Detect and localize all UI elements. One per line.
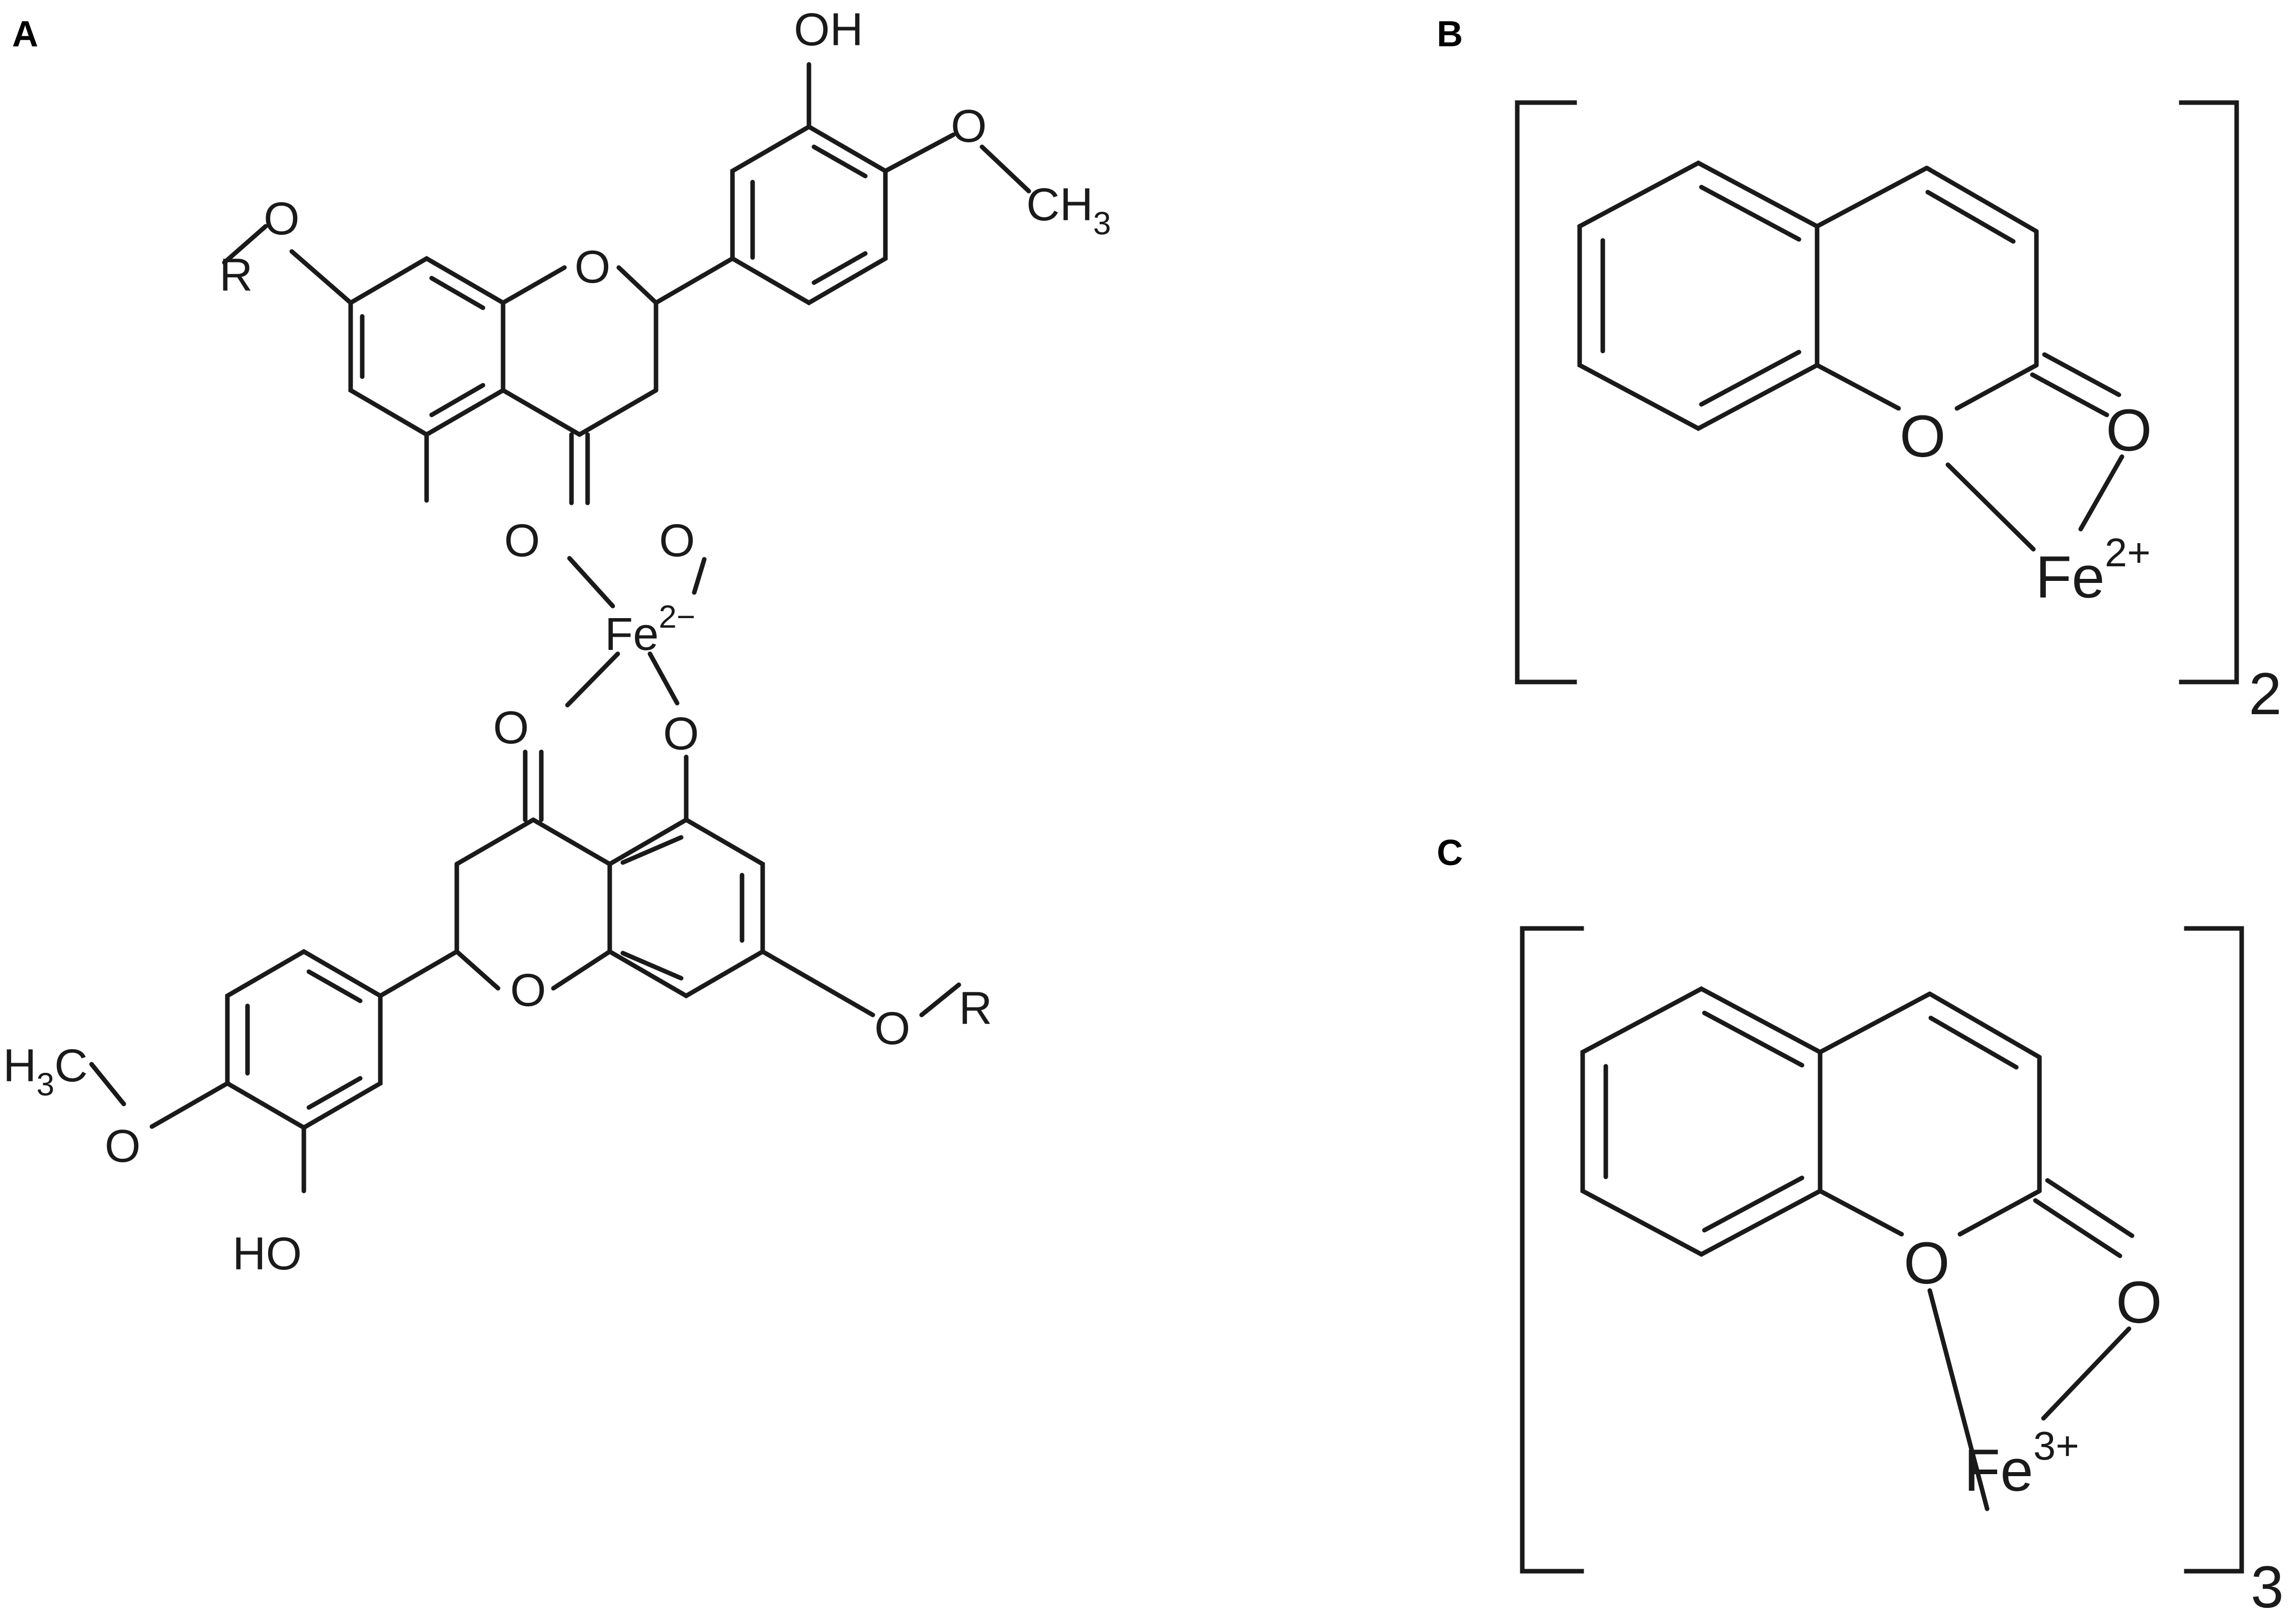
atom-o-carbonyl-top: O [659,515,695,566]
lower-flavanone-bonds [89,749,961,1193]
atom-o-carbonyl-b: O [2106,397,2152,464]
atom-o-ring-c: O [1904,1230,1950,1297]
coumarin-bonds-b [1577,160,2124,552]
panel-c: C 3 O O Fe3+ [1437,833,2284,1620]
atom-oh-top: OH [794,4,863,55]
atom-fe-b: Fe2+ [2035,530,2151,611]
atom-o-r-top: O [264,193,300,244]
panel-a: A [3,4,1111,1279]
multiplier-c: 3 [2251,1554,2284,1620]
atom-o-methoxy-bottom: O [105,1121,141,1172]
atom-o-ring-top: O [575,241,611,293]
panel-label-a: A [12,14,38,54]
atom-o-r-bottom: O [874,1003,911,1054]
upper-flavanone-atoms: OH O CH3 R O O O O Fe2− [219,4,1111,660]
atom-r-bottom: R [959,983,992,1034]
atom-ch3-top: CH3 [1026,179,1111,241]
atom-fe-a: Fe2− [605,599,695,660]
atom-fe-c: Fe3+ [1964,1423,2079,1504]
panel-label-b: B [1437,14,1463,54]
atom-ho-bottom: HO [232,1228,302,1279]
atom-o-carbonyl-bottom: O [493,702,529,753]
coumarin-atoms-c: O O Fe3+ [1904,1230,2162,1504]
bracket-right-b [2179,100,2239,685]
atom-r-top: R [219,249,253,301]
coumarin-atoms-b: O O Fe2+ [1900,397,2152,611]
atom-o-methoxy-top: O [951,101,987,152]
bracket-left-c [1520,926,1584,1574]
atom-o-ring-b: O [1900,403,1946,470]
panel-label-c: C [1437,833,1463,873]
atom-o-phenolate-top: O [504,515,540,566]
upper-flavanone-bonds [222,62,1031,708]
multiplier-b: 2 [2249,661,2282,727]
atom-o-phenolate-bottom: O [663,708,699,759]
panel-b: B 2 O O Fe2+ [1437,14,2282,727]
bracket-left-b [1515,100,1577,685]
coumarin-bonds-c [1580,986,2135,1511]
atom-o-carbonyl-c: O [2116,1269,2162,1336]
bracket-right-c [2184,926,2244,1574]
atom-o-ring-bottom: O [510,965,546,1016]
atom-h3c-bottom: H3C [3,1040,88,1102]
lower-flavanone-atoms: O O O O R H3C O HO [3,702,992,1279]
